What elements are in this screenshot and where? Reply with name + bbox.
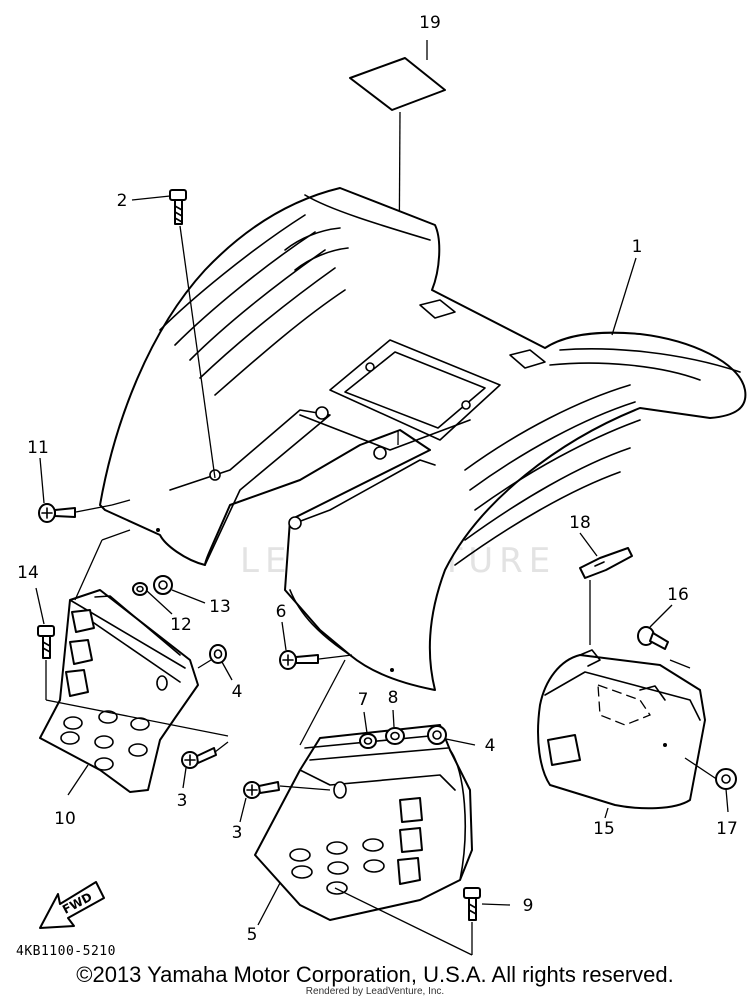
part-6-screw [279, 621, 353, 670]
part-3-screw-right [239, 781, 331, 823]
callout-4-left: 4 [232, 682, 243, 702]
callout-7: 7 [358, 690, 369, 710]
figure-code: 4KB1100-5210 [16, 944, 116, 959]
callout-4-right: 4 [485, 736, 496, 756]
callout-3-right: 3 [232, 823, 243, 843]
part-18-clip [579, 532, 633, 579]
part-12-washer [132, 582, 173, 615]
callout-2: 2 [117, 191, 128, 211]
fwd-arrow-icon: FWD [39, 881, 105, 929]
rendered-by-notice: Rendered by LeadVenture, Inc. [305, 986, 445, 997]
part-4-nut-right [427, 725, 476, 746]
part-9-bolt [334, 887, 511, 956]
callout-9: 9 [523, 896, 534, 916]
callout-3-left: 3 [177, 791, 188, 811]
callout-6: 6 [276, 602, 287, 622]
callout-8: 8 [388, 688, 399, 708]
part-15-toolbox [537, 580, 719, 819]
part-13-nut [153, 575, 206, 604]
part-7-washer [359, 711, 377, 749]
callout-labels: 19 2 1 11 18 14 13 12 16 6 4 7 8 4 3 3 1… [17, 13, 738, 945]
callout-5: 5 [247, 925, 258, 945]
part-11-screw [38, 457, 131, 523]
part-4-nut-left [197, 644, 233, 681]
callout-12: 12 [170, 615, 192, 635]
part-8-nut [385, 709, 405, 745]
callout-1: 1 [632, 237, 643, 257]
callout-17: 17 [716, 819, 738, 839]
part-10-left-mudguard [39, 529, 199, 796]
callout-11: 11 [27, 438, 49, 458]
part-14-bolt [35, 587, 229, 737]
callout-14: 14 [17, 563, 39, 583]
part-3-screw-left [181, 741, 229, 789]
part-5-right-mudguard [254, 659, 473, 926]
callout-15: 15 [593, 819, 615, 839]
part-2-bolt [131, 189, 216, 479]
copyright-notice: ©2013 Yamaha Motor Corporation, U.S.A. A… [76, 962, 674, 987]
callout-10: 10 [54, 809, 76, 829]
part-16-bolt [637, 604, 673, 650]
callout-18: 18 [569, 513, 591, 533]
part-17-nut [715, 768, 737, 813]
part-1-rear-fender [99, 187, 747, 691]
callout-13: 13 [209, 597, 231, 617]
callout-16: 16 [667, 585, 689, 605]
callout-19: 19 [419, 13, 441, 33]
